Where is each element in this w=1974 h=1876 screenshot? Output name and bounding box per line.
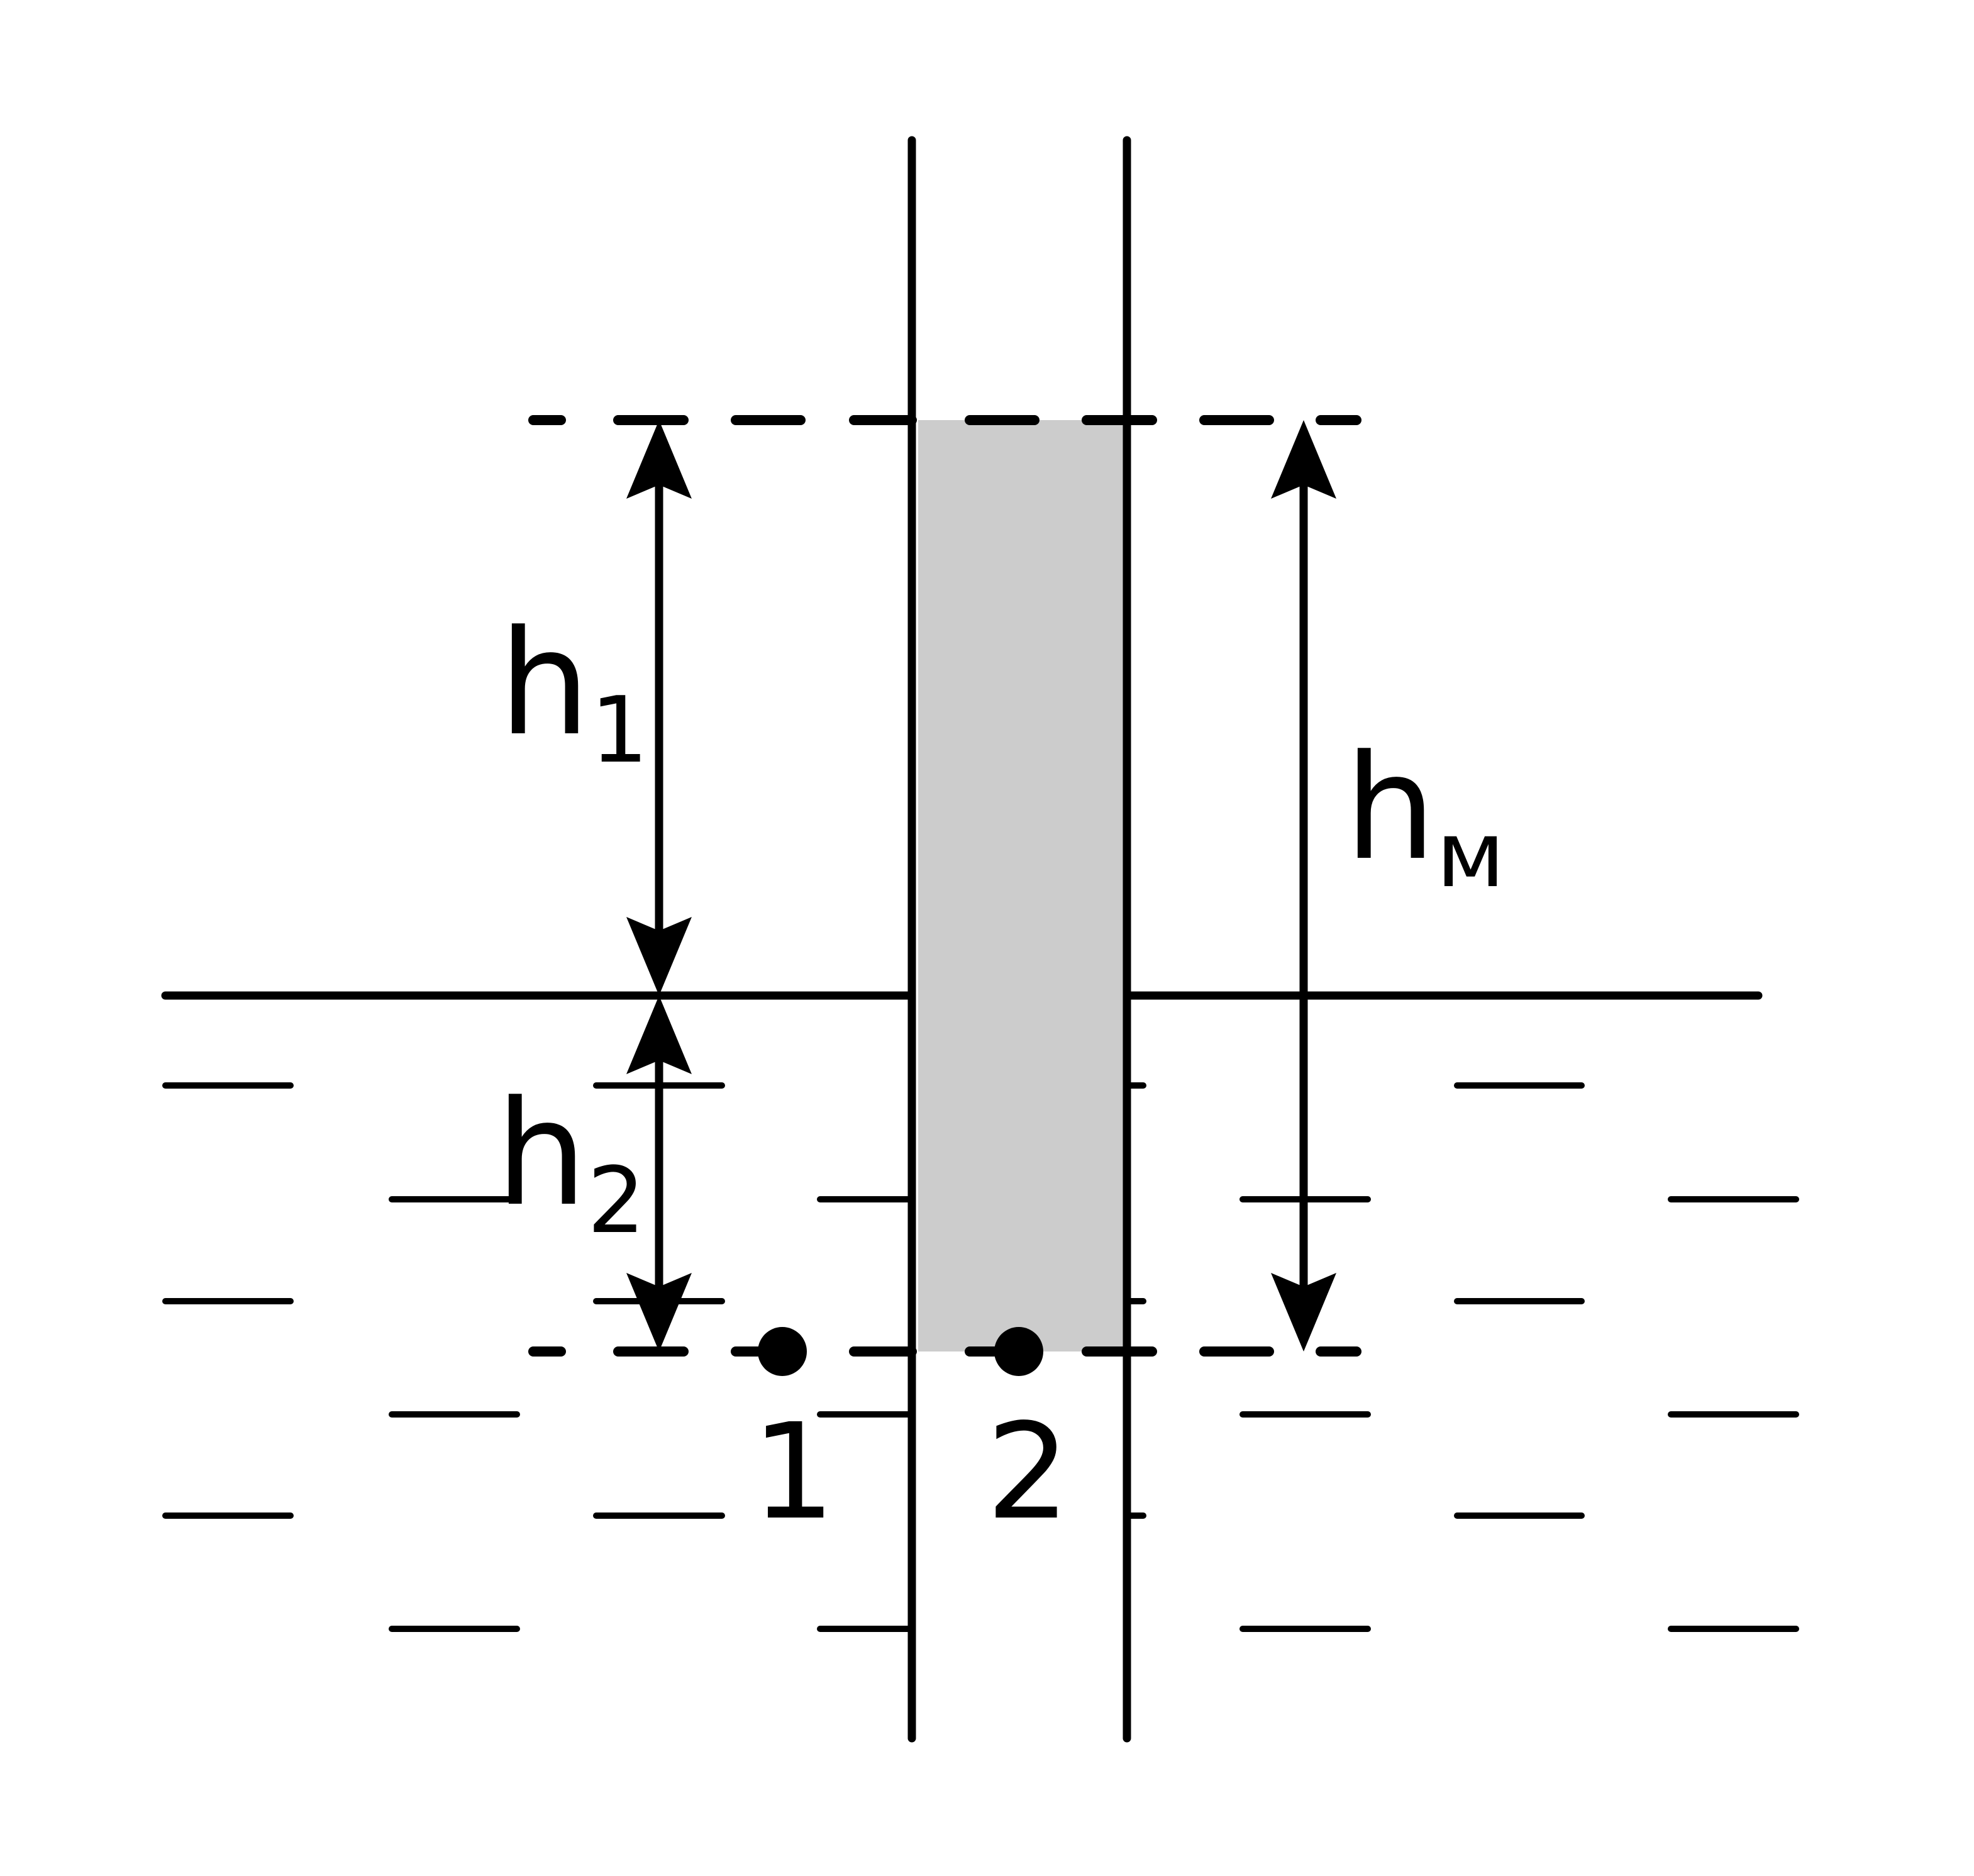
label-point-2: 2 [986, 1395, 1070, 1549]
label-hm: hм [1345, 724, 1505, 908]
label-point-1: 1 [751, 1395, 836, 1549]
hm-dimension-arrow [1271, 420, 1336, 1351]
label-h1: h1 [499, 600, 648, 784]
h1-dimension-arrow [626, 420, 692, 996]
label-h2: h2 [496, 1070, 645, 1254]
water-hatching [162, 1082, 1799, 1632]
h2-dimension-arrow [626, 996, 692, 1351]
point-2-marker [994, 1327, 1043, 1376]
fluid-column [918, 420, 1127, 1351]
point-1-marker [758, 1327, 807, 1376]
